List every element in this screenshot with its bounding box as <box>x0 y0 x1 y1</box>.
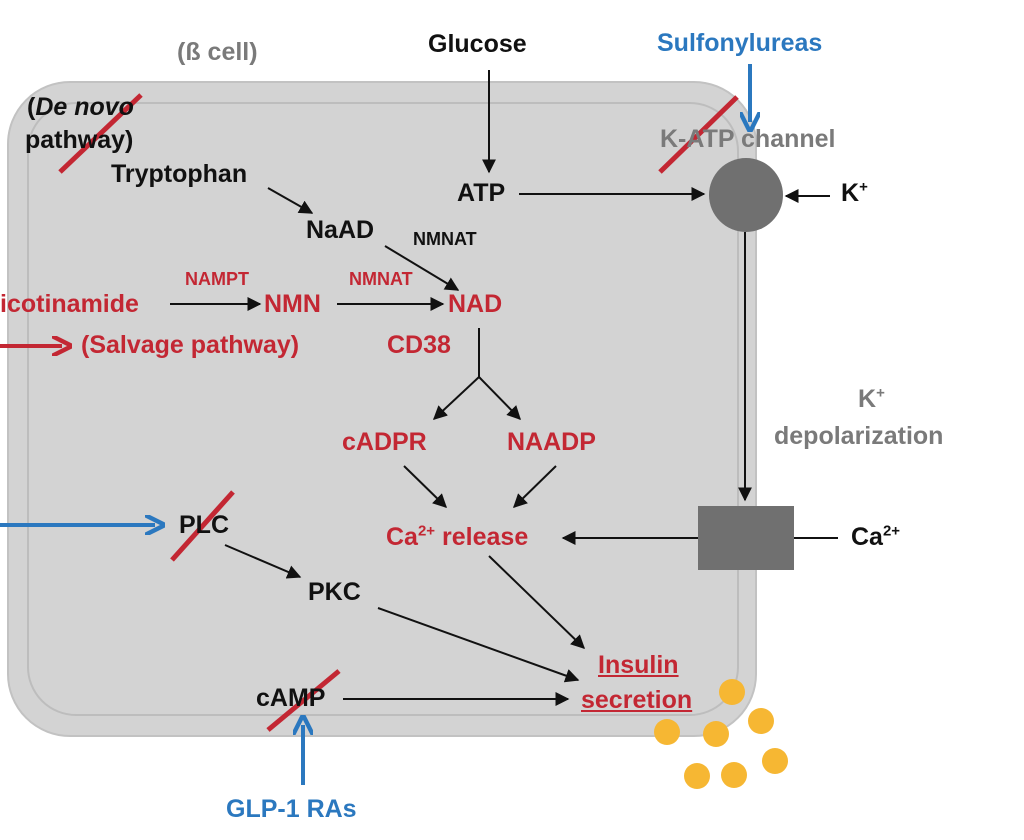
beta-cell-inner-border <box>27 102 739 716</box>
insulin-granule <box>719 679 745 705</box>
insulin-granule <box>721 762 747 788</box>
insulin-granule <box>703 721 729 747</box>
arrow-split-naadp <box>478 376 521 421</box>
depolarization-k-label: K+ <box>858 384 885 413</box>
insulin-granule <box>762 748 788 774</box>
katp-channel-circle <box>709 158 783 232</box>
cell-label: (ß cell) <box>177 38 258 66</box>
insulin-granule <box>654 719 680 745</box>
nmnat-top-label: NMNAT <box>413 229 477 249</box>
tryptophan-label: Tryptophan <box>111 160 248 188</box>
naad-label: NaAD <box>306 216 375 244</box>
arrow-pkc-insulin <box>377 607 580 683</box>
naadp-label: NAADP <box>507 428 596 456</box>
ca-ion-label: Ca2+ <box>851 522 901 551</box>
de-novo-line2: pathway) <box>25 126 134 154</box>
depolarization-label: depolarization <box>774 422 944 450</box>
glp1-label: GLP-1 RAs <box>226 795 357 823</box>
strike-katp <box>658 95 739 174</box>
cadpr-label: cADPR <box>342 428 427 456</box>
camp-label: cAMP <box>256 684 326 712</box>
calcium-channel-box <box>698 506 794 570</box>
arrow-split-cadpr <box>432 376 480 420</box>
strike-camp <box>266 669 341 732</box>
beta-cell-body <box>7 81 757 737</box>
secretion-label: secretion <box>581 686 693 714</box>
de-novo-line1: (De novo <box>27 93 134 121</box>
arrow-ca-insulin <box>488 555 586 649</box>
k-ion-label: K+ <box>841 178 868 207</box>
nicotinamide-label: icotinamide <box>0 290 139 318</box>
pkc-label: PKC <box>308 578 361 606</box>
insulin-label: Insulin <box>598 651 679 679</box>
nmn-label: NMN <box>264 290 321 318</box>
atp-label: ATP <box>457 179 506 207</box>
arrow-cadpr-ca <box>403 465 448 508</box>
salvage-pathway-label: (Salvage pathway) <box>81 331 300 359</box>
nampt-label: NAMPT <box>185 269 249 289</box>
ca-release-label: Ca2+ release <box>386 522 529 551</box>
arrow-naad-nad <box>384 245 460 291</box>
strike-de-novo <box>58 93 143 174</box>
insulin-granule <box>684 763 710 789</box>
insulin-granule <box>748 708 774 734</box>
cd38-label: CD38 <box>387 331 451 359</box>
glucose-label: Glucose <box>428 30 527 58</box>
arrow-plc-pkc <box>224 544 302 579</box>
nmnat-mid-label: NMNAT <box>349 269 413 289</box>
nad-label: NAD <box>448 290 503 318</box>
de-novo-italic: De novo <box>35 93 134 121</box>
arrow-naadp-ca <box>512 465 557 508</box>
strike-plc <box>170 490 235 562</box>
sulfonylureas-label: Sulfonylureas <box>657 29 823 57</box>
insulin-granules <box>654 679 788 789</box>
arrow-tryptophan-naad <box>267 187 314 214</box>
katp-channel-label: K-ATP channel <box>660 125 836 153</box>
plc-label: PLC <box>179 511 229 539</box>
